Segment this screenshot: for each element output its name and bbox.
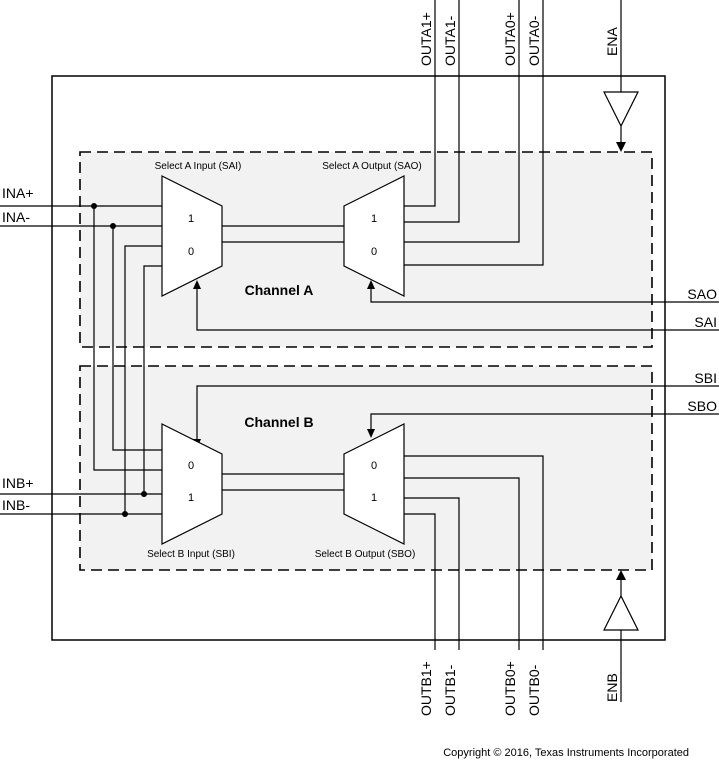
channel-a-input-mux-label: Select A Input (SAI) [155, 161, 242, 172]
pin-outb1-minus: OUTB1- [442, 664, 458, 716]
channel-b-input-mux-port-top: 0 [188, 460, 194, 472]
pin-outa0-plus: OUTA0+ [502, 12, 518, 66]
pin-sbo: SBO [687, 398, 717, 414]
pin-enb: ENB [604, 673, 620, 702]
wires [0, 0, 719, 702]
channel-a-output-mux-label: Select A Output (SAO) [322, 161, 422, 172]
pin-outa1-minus: OUTA1- [442, 15, 458, 66]
copyright-notice: Copyright © 2016, Texas Instruments Inco… [443, 747, 689, 759]
enb-buffer [603, 594, 639, 631]
channel-b-output-mux-label: Select B Output (SBO) [315, 549, 416, 560]
pin-outa1-plus: OUTA1+ [418, 12, 434, 66]
channel-b-input-mux-port-bottom: 1 [188, 492, 194, 504]
pin-sai: SAI [694, 314, 717, 330]
channel-a-input-mux [161, 175, 223, 297]
channel-b-output-mux-port-top: 0 [371, 460, 377, 472]
pin-ina-minus: INA- [2, 209, 30, 225]
channel-b-output-mux [343, 423, 405, 545]
pin-sao: SAO [687, 286, 717, 302]
channel-a-output-mux-port-top: 1 [371, 213, 377, 225]
pin-outa0-minus: OUTA0- [526, 15, 542, 66]
pin-ena: ENA [604, 27, 620, 56]
pin-outb0-minus: OUTB0- [526, 664, 542, 716]
pin-inb-plus: INB+ [2, 475, 34, 491]
channel-a-output-mux [343, 175, 405, 297]
pin-ina-plus: INA+ [2, 185, 34, 201]
channel-a-output-mux-port-bottom: 0 [371, 246, 377, 258]
channel-a-title: Channel A [245, 282, 314, 298]
junction-dots [91, 203, 147, 517]
pin-sbi: SBI [694, 370, 717, 386]
channel-a-input-mux-port-bottom: 0 [188, 246, 194, 258]
channel-b-title: Channel B [244, 414, 313, 430]
pin-outb1-plus: OUTB1+ [418, 661, 434, 716]
channel-b-output-mux-port-bottom: 1 [371, 492, 377, 504]
pin-inb-minus: INB- [2, 497, 30, 513]
ena-buffer [603, 91, 639, 128]
channel-b-input-mux [161, 423, 223, 545]
channel-a-input-mux-port-top: 1 [188, 213, 194, 225]
channel-b-input-mux-label: Select B Input (SBI) [147, 549, 235, 560]
pin-outb0-plus: OUTB0+ [502, 661, 518, 716]
